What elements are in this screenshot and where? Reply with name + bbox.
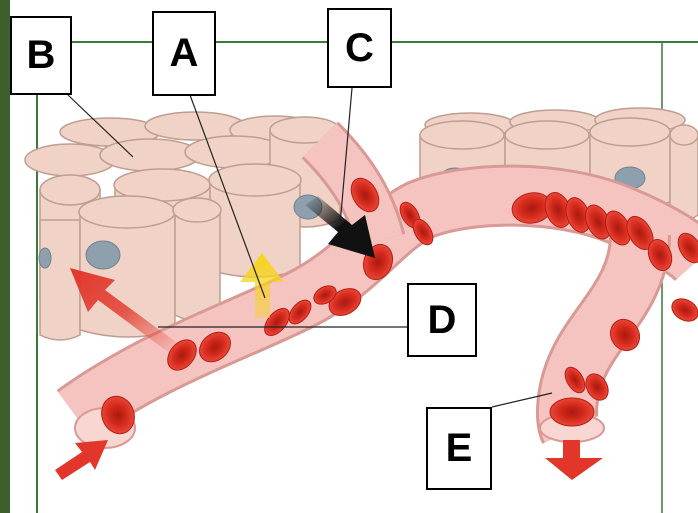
label-d: D (407, 283, 477, 357)
red-arrow-exit (545, 440, 603, 480)
label-e: E (426, 407, 492, 490)
label-a: A (152, 11, 216, 96)
label-b: B (10, 16, 72, 95)
red-arrow-entry (55, 440, 108, 480)
label-c: C (327, 8, 392, 88)
left-edge-strip (0, 0, 10, 513)
